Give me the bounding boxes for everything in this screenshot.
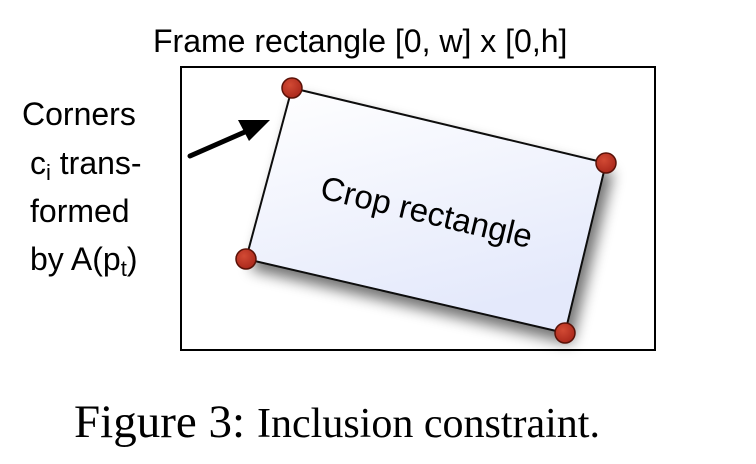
annotation-line-4-rest: ) xyxy=(127,241,138,277)
annotation-line-4-base: by A(p xyxy=(30,241,121,277)
frame-title: Frame rectangle [0, w] x [0,h] xyxy=(153,23,567,59)
annotation-line-4-subscript: t xyxy=(121,256,127,281)
annotation-line-4: by A(pt) xyxy=(30,241,138,281)
annotation-line-1: Corners xyxy=(22,96,136,132)
corner-point-bottom-left xyxy=(235,248,257,270)
corner-point-top-right xyxy=(595,152,617,174)
annotation-line-2-subscript: i xyxy=(46,160,51,185)
annotation-line-2-base: c xyxy=(30,145,46,181)
corner-point-bottom-right xyxy=(554,322,576,344)
annotation-line-3: formed xyxy=(30,193,130,229)
pointer-arrow xyxy=(187,120,270,159)
figure-caption: Figure 3: Inclusion constraint. xyxy=(74,396,600,448)
figure-caption-text: Inclusion constraint. xyxy=(257,401,600,447)
annotation-line-2-rest: trans- xyxy=(51,145,142,181)
corners-annotation: Corners ci trans- formed by A(pt) xyxy=(22,96,142,281)
corner-point-top-left xyxy=(281,77,303,99)
annotation-line-2: ci trans- xyxy=(30,145,142,185)
frame-rectangle xyxy=(180,66,656,351)
figure-caption-label: Figure 3: xyxy=(74,396,245,448)
